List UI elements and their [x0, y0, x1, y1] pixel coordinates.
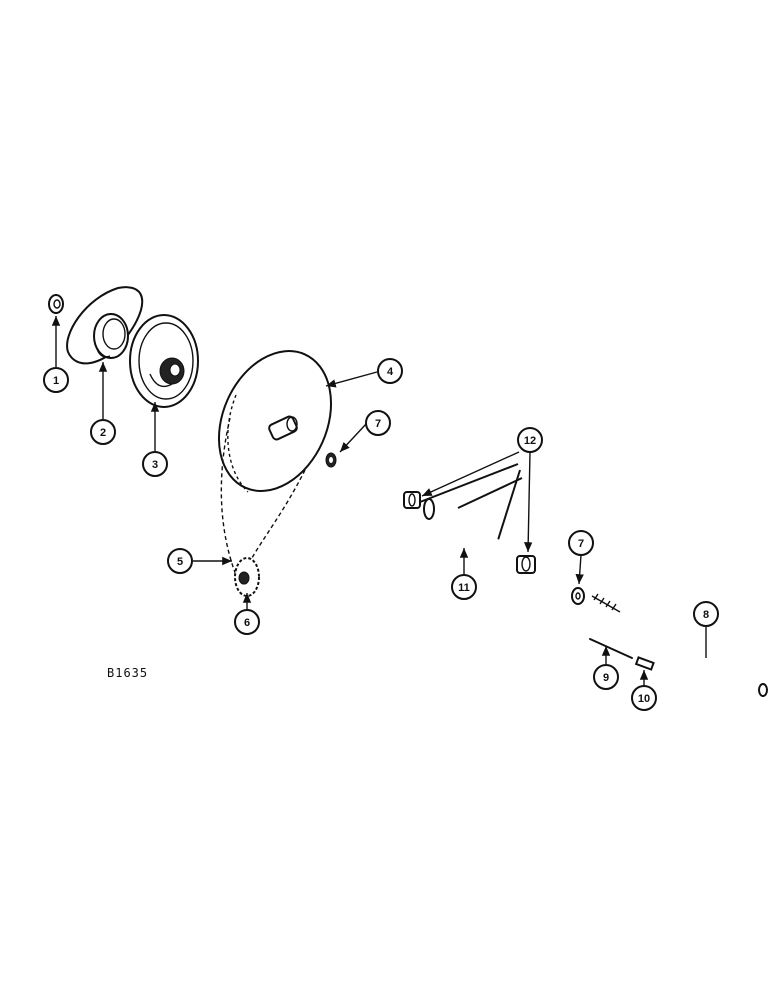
svg-text:9: 9 [603, 672, 609, 684]
svg-text:6: 6 [244, 617, 250, 629]
callout-9: 9 [593, 664, 619, 690]
svg-text:3: 3 [152, 459, 158, 471]
callout-7-lower: 7 [568, 530, 594, 556]
svg-text:4: 4 [387, 366, 394, 378]
small-sprocket-part-6 [234, 557, 260, 597]
callout-3: 3 [142, 451, 168, 477]
svg-text:5: 5 [177, 556, 183, 568]
bushing-part-12b [516, 555, 536, 574]
dished-disc-part-2 [66, 286, 144, 365]
key-part-10 [634, 656, 655, 671]
svg-text:10: 10 [638, 693, 650, 705]
callout-5: 5 [167, 548, 193, 574]
svg-text:2: 2 [100, 427, 106, 439]
callout-11: 11 [451, 574, 477, 600]
callout-8: 8 [693, 601, 719, 627]
callout-10: 10 [631, 685, 657, 711]
threaded-shaft-part-8 [591, 593, 768, 697]
svg-text:1: 1 [53, 375, 59, 387]
svg-text:8: 8 [703, 609, 709, 621]
large-sprocket-part-4 [217, 350, 333, 493]
drive-chain-part-5 [220, 417, 306, 586]
callout-7-upper: 7 [365, 410, 391, 436]
pulley-plate-part-3 [129, 314, 199, 408]
bushing-part-12a [403, 491, 421, 509]
callout-1: 1 [43, 367, 69, 393]
washer-part-7b [571, 587, 585, 605]
washer-part-1 [48, 294, 64, 314]
leader-lines [51, 316, 707, 686]
washer-part-7a [325, 452, 337, 468]
callout-12: 12 [517, 427, 543, 453]
drawing-reference-number: B1635 [107, 666, 149, 680]
svg-text:11: 11 [458, 582, 470, 594]
callout-2: 2 [90, 419, 116, 445]
pin-part-9 [589, 638, 633, 659]
callout-4: 4 [377, 358, 403, 384]
svg-text:12: 12 [524, 435, 536, 447]
svg-text:7: 7 [578, 538, 584, 550]
callout-6: 6 [234, 609, 260, 635]
a-frame-arm-part-11 [419, 463, 523, 562]
svg-text:7: 7 [375, 418, 381, 430]
